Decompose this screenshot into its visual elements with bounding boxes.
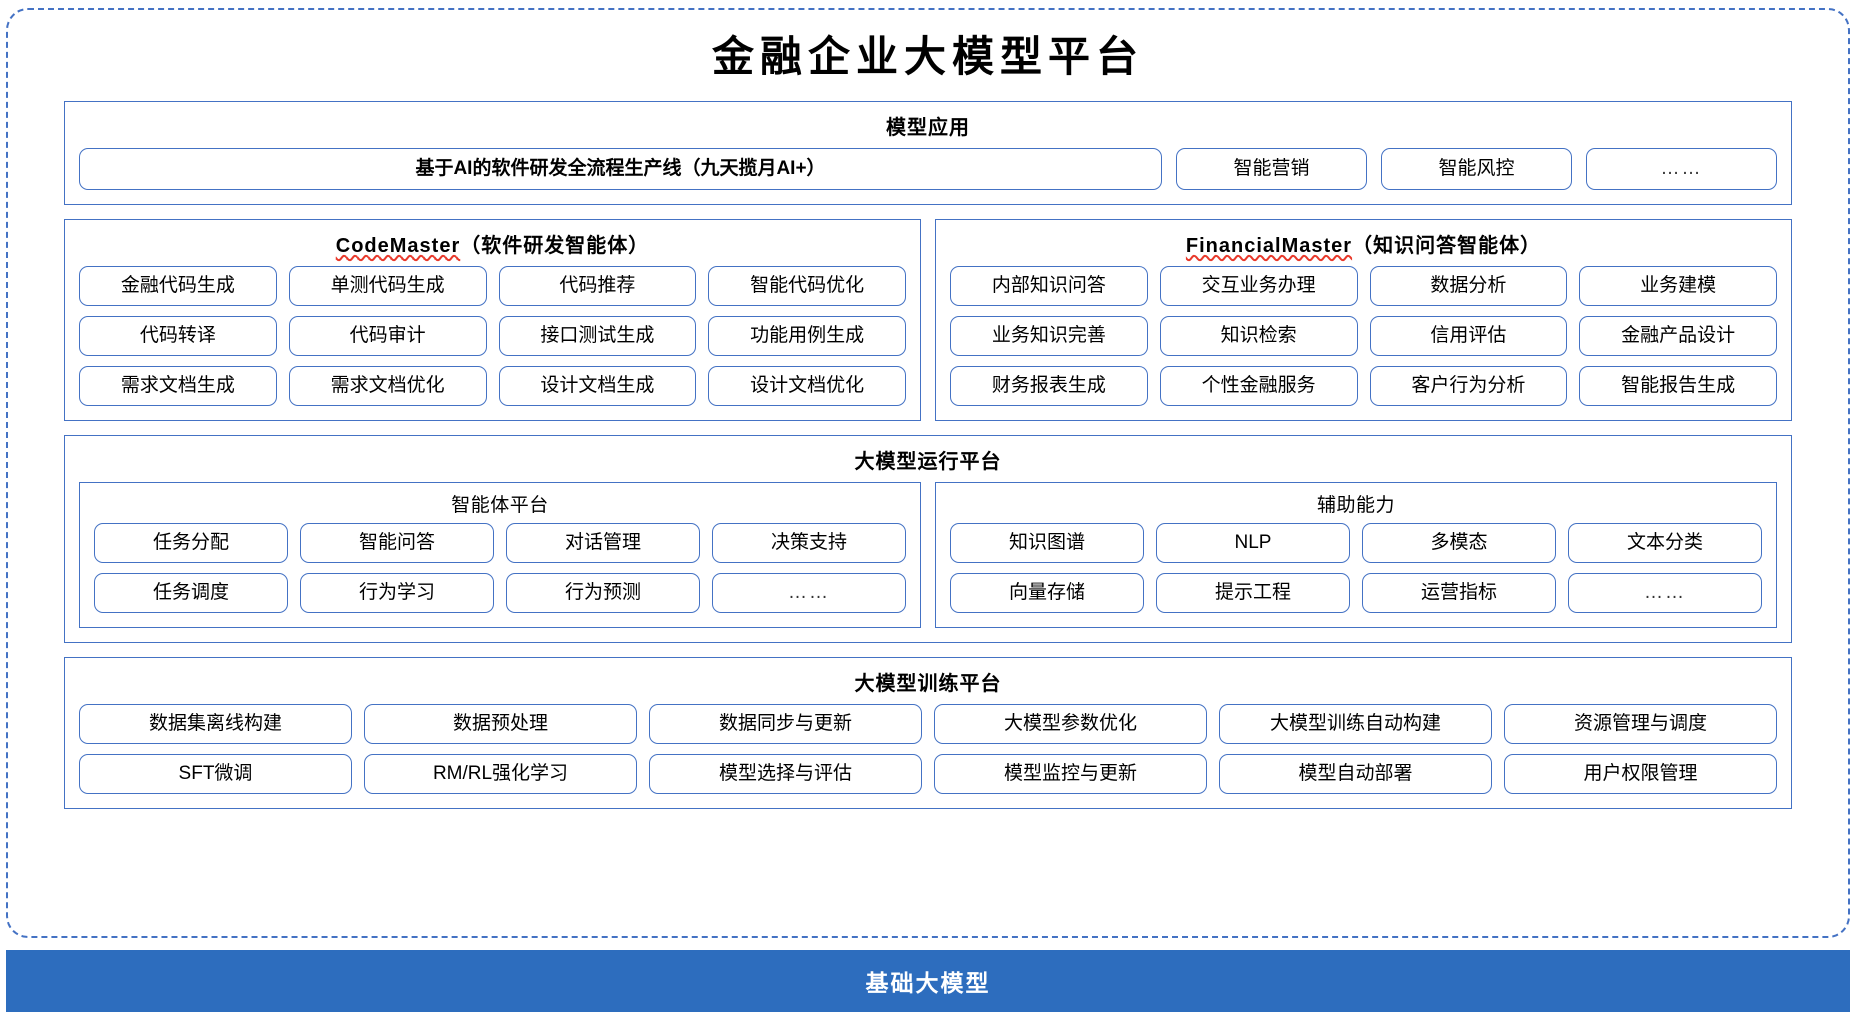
capability-chip[interactable]: 模型自动部署 (1219, 753, 1492, 794)
capability-chip[interactable]: 智能问答 (300, 522, 494, 563)
capability-chip[interactable]: 金融产品设计 (1579, 315, 1777, 356)
capability-chip[interactable]: 业务知识完善 (950, 315, 1148, 356)
base-model-label: 基础大模型 (865, 970, 991, 996)
capability-chip-more[interactable]: …… (1568, 572, 1762, 613)
capability-chip[interactable]: 文本分类 (1568, 522, 1762, 563)
code-master-cn-label: （软件研发智能体） (460, 234, 650, 257)
app-chip-smart-risk-control[interactable]: 智能风控 (1381, 147, 1572, 190)
section-runtime-platform: 大模型运行平台 智能体平台 任务分配 智能问答 对话管理 决策支持 任务调度 行… (64, 434, 1792, 643)
capability-chip[interactable]: 行为预测 (506, 572, 700, 613)
capability-chip[interactable]: 任务调度 (94, 572, 288, 613)
capability-chip[interactable]: 大模型训练自动构建 (1219, 703, 1492, 744)
platform-outer-frame: 金融企业大模型平台 模型应用 基于AI的软件研发全流程生产线（九天揽月AI+） … (6, 8, 1850, 938)
capability-chip[interactable]: 业务建模 (1579, 265, 1777, 306)
auxiliary-capability-grid: 知识图谱 NLP 多模态 文本分类 向量存储 提示工程 运营指标 …… (936, 522, 1776, 627)
base-model-band: 基础大模型 (6, 950, 1850, 1012)
capability-chip[interactable]: RM/RL强化学习 (364, 753, 637, 794)
capability-chip[interactable]: 知识图谱 (950, 522, 1144, 563)
capability-chip[interactable]: 设计文档生成 (498, 365, 697, 406)
capability-chip[interactable]: 数据预处理 (364, 703, 637, 744)
section-title-training-platform: 大模型训练平台 (854, 672, 1002, 695)
capability-chip[interactable]: 知识检索 (1159, 315, 1358, 356)
code-master-latin-label: CodeMaster (335, 234, 461, 257)
app-chip-ai-pipeline[interactable]: 基于AI的软件研发全流程生产线（九天揽月AI+） (79, 147, 1162, 190)
capability-chip[interactable]: 代码推荐 (498, 265, 697, 306)
code-master-capability-grid: 金融代码生成 单测代码生成 代码推荐 智能代码优化 代码转译 代码审计 接口测试… (65, 265, 920, 420)
capability-chip[interactable]: 对话管理 (506, 522, 700, 563)
capability-chip[interactable]: SFT微调 (79, 753, 352, 794)
subsection-agent-platform: 智能体平台 任务分配 智能问答 对话管理 决策支持 任务调度 行为学习 行为预测… (79, 481, 921, 628)
capability-chip[interactable]: 内部知识问答 (950, 265, 1148, 306)
capability-chip[interactable]: 用户权限管理 (1504, 753, 1777, 794)
financial-master-latin-label: FinancialMaster (1185, 234, 1353, 257)
section-training-platform: 大模型训练平台 数据集离线构建 数据预处理 数据同步与更新 大模型参数优化 大模… (64, 656, 1792, 809)
capability-chip[interactable]: 模型选择与评估 (649, 753, 922, 794)
capability-chip[interactable]: NLP (1156, 522, 1350, 563)
capability-chip[interactable]: 资源管理与调度 (1504, 703, 1777, 744)
agent-platform-capability-grid: 任务分配 智能问答 对话管理 决策支持 任务调度 行为学习 行为预测 …… (80, 522, 920, 627)
model-applications-row: 基于AI的软件研发全流程生产线（九天揽月AI+） 智能营销 智能风控 …… (65, 147, 1791, 204)
capability-chip[interactable]: 信用评估 (1369, 315, 1568, 356)
capability-chip[interactable]: 接口测试生成 (498, 315, 697, 356)
capability-chip[interactable]: 智能代码优化 (708, 265, 906, 306)
training-capability-grid: 数据集离线构建 数据预处理 数据同步与更新 大模型参数优化 大模型训练自动构建 … (65, 703, 1791, 808)
subsection-title-auxiliary-capabilities: 辅助能力 (1316, 494, 1395, 516)
section-title-financial-master: FinancialMaster（知识问答智能体） (936, 220, 1791, 266)
financial-master-cn-label: （知识问答智能体） (1352, 234, 1542, 257)
subsection-auxiliary-capabilities: 辅助能力 知识图谱 NLP 多模态 文本分类 向量存储 提示工程 运营指标 …… (935, 481, 1777, 628)
capability-chip[interactable]: 客户行为分析 (1369, 365, 1568, 406)
capability-chip[interactable]: 大模型参数优化 (934, 703, 1207, 744)
app-chip-smart-marketing[interactable]: 智能营销 (1176, 147, 1367, 190)
app-chip-more[interactable]: …… (1586, 147, 1777, 190)
section-financial-master: FinancialMaster（知识问答智能体） 内部知识问答 交互业务办理 数… (935, 218, 1792, 421)
capability-chip[interactable]: 需求文档生成 (79, 365, 277, 406)
section-title-runtime-platform: 大模型运行平台 (854, 450, 1002, 473)
capability-chip[interactable]: 任务分配 (94, 522, 288, 563)
capability-chip[interactable]: 提示工程 (1156, 572, 1350, 613)
capability-chip[interactable]: 行为学习 (300, 572, 494, 613)
capability-chip[interactable]: 运营指标 (1362, 572, 1556, 613)
capability-chip[interactable]: 数据集离线构建 (79, 703, 352, 744)
subsection-title-agent-platform: 智能体平台 (451, 494, 549, 516)
section-title-model-applications: 模型应用 (886, 116, 970, 139)
capability-chip[interactable]: 多模态 (1362, 522, 1556, 563)
capability-chip-more[interactable]: …… (712, 572, 906, 613)
capability-chip[interactable]: 功能用例生成 (708, 315, 906, 356)
page-title: 金融企业大模型平台 (711, 35, 1144, 81)
capability-chip[interactable]: 向量存储 (950, 572, 1144, 613)
capability-chip[interactable]: 金融代码生成 (79, 265, 277, 306)
capability-chip[interactable]: 数据同步与更新 (649, 703, 922, 744)
capability-chip[interactable]: 财务报表生成 (950, 365, 1148, 406)
capability-chip[interactable]: 需求文档优化 (288, 365, 487, 406)
runtime-subsections-row: 智能体平台 任务分配 智能问答 对话管理 决策支持 任务调度 行为学习 行为预测… (65, 481, 1791, 642)
section-title-code-master: CodeMaster（软件研发智能体） (65, 220, 920, 266)
capability-chip[interactable]: 个性金融服务 (1159, 365, 1358, 406)
section-code-master: CodeMaster（软件研发智能体） 金融代码生成 单测代码生成 代码推荐 智… (64, 218, 921, 421)
capability-chip[interactable]: 智能报告生成 (1579, 365, 1777, 406)
capability-chip[interactable]: 模型监控与更新 (934, 753, 1207, 794)
agents-row: CodeMaster（软件研发智能体） 金融代码生成 单测代码生成 代码推荐 智… (64, 218, 1792, 421)
section-model-applications: 模型应用 基于AI的软件研发全流程生产线（九天揽月AI+） 智能营销 智能风控 … (64, 100, 1792, 205)
capability-chip[interactable]: 单测代码生成 (288, 265, 487, 306)
capability-chip[interactable]: 代码审计 (288, 315, 487, 356)
capability-chip[interactable]: 设计文档优化 (708, 365, 906, 406)
capability-chip[interactable]: 数据分析 (1369, 265, 1568, 306)
capability-chip[interactable]: 决策支持 (712, 522, 906, 563)
capability-chip[interactable]: 交互业务办理 (1159, 265, 1358, 306)
financial-master-capability-grid: 内部知识问答 交互业务办理 数据分析 业务建模 业务知识完善 知识检索 信用评估… (936, 265, 1791, 420)
capability-chip[interactable]: 代码转译 (79, 315, 277, 356)
